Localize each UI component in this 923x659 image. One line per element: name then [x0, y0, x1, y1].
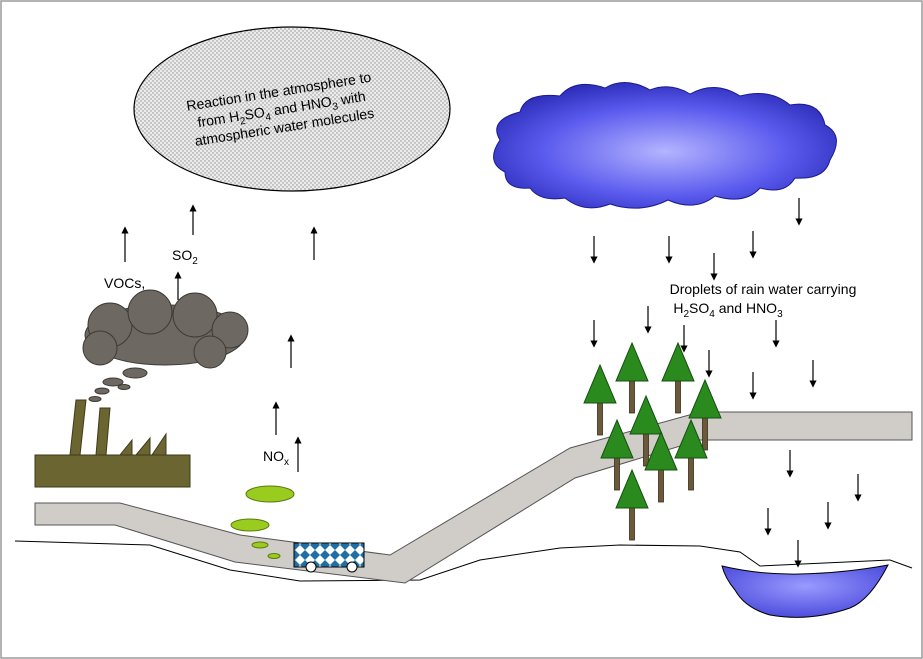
car-icon — [293, 542, 365, 573]
rain-cloud-icon — [493, 82, 837, 209]
rain-label-line-1: Droplets of rain water carrying — [670, 281, 857, 297]
tree-icon — [674, 418, 708, 491]
ground-line — [14, 540, 913, 582]
tree-icon — [661, 341, 695, 414]
nox-label: NOx — [263, 448, 289, 468]
factory-icon — [34, 399, 191, 488]
vocs-label: VOCs, — [104, 275, 145, 291]
tree-icon — [644, 430, 678, 503]
tree-icon — [615, 341, 649, 414]
reaction-ellipse — [133, 26, 451, 192]
road — [34, 411, 913, 584]
smoke-cloud-icon — [82, 289, 249, 402]
tree-icon — [629, 394, 663, 467]
so2-label: SO2 — [172, 247, 198, 267]
arrows — [121, 198, 862, 568]
forest — [583, 341, 722, 541]
rain-label-line-2: H2SO4 and HNO3 — [673, 300, 783, 320]
tree-icon — [615, 468, 649, 541]
lake-icon — [721, 564, 889, 618]
tree-icon — [688, 378, 722, 451]
tree-icon — [600, 418, 634, 491]
exhaust-puffs — [230, 485, 295, 559]
tree-icon — [583, 363, 617, 436]
